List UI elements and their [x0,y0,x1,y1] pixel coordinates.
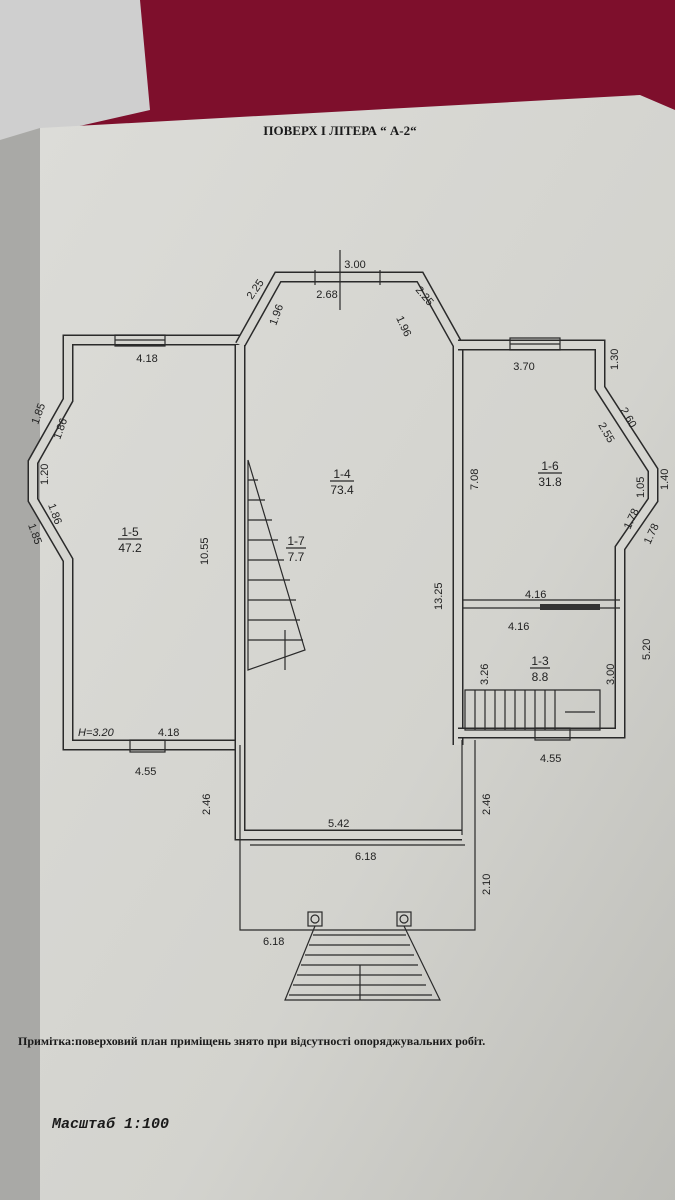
svg-text:1.20: 1.20 [39,464,51,485]
svg-text:47.2: 47.2 [118,541,142,555]
dimension-labels: 3.00 2.68 2.25 1.96 2.25 1.96 4.18 1.85 … [25,259,671,948]
svg-text:1-6: 1-6 [541,459,559,473]
svg-text:1-7: 1-7 [287,534,305,548]
svg-text:5.20: 5.20 [641,639,653,660]
scale-label: Масштаб 1:100 [51,1116,169,1133]
svg-text:4.55: 4.55 [135,766,156,778]
stair-1-3 [464,604,601,731]
floor-plan [27,250,659,1001]
svg-text:1.05: 1.05 [635,477,647,498]
svg-text:4.18: 4.18 [158,727,179,739]
svg-text:1-3: 1-3 [531,654,549,668]
svg-text:2.46: 2.46 [481,794,493,815]
svg-text:10.55: 10.55 [199,537,211,565]
svg-text:13.25: 13.25 [433,582,445,610]
plan-title: ПОВЕРХ І ЛІТЕРА “ А-2“ [263,123,417,138]
front-stairs [284,911,441,1001]
plan-note: Примітка:поверховий план приміщень знято… [18,1034,485,1048]
page-edge [0,128,40,1200]
svg-text:1.30: 1.30 [609,349,621,370]
svg-text:2.46: 2.46 [201,794,213,815]
room-1-7: 1-7 7.7 [286,534,306,564]
room-1-4: 1-4 73.4 [330,467,354,497]
svg-text:4.55: 4.55 [540,753,561,765]
svg-text:1.40: 1.40 [659,469,671,490]
paper-sheet [40,95,675,1200]
stair-1-7 [248,479,303,670]
svg-text:73.4: 73.4 [330,483,354,497]
plastic-sheet [0,0,150,150]
svg-text:4.18: 4.18 [136,353,157,365]
svg-text:5.42: 5.42 [328,818,349,830]
svg-text:6.18: 6.18 [263,936,284,948]
svg-text:2.68: 2.68 [316,289,337,301]
svg-text:2.10: 2.10 [481,874,493,895]
svg-text:4.16: 4.16 [525,589,546,601]
svg-text:3.70: 3.70 [513,361,534,373]
svg-text:7.08: 7.08 [469,469,481,490]
svg-text:1-5: 1-5 [121,525,139,539]
ceiling-height-mark: H=3.20 [78,727,115,739]
svg-text:3.00: 3.00 [344,259,365,271]
room-1-5: 1-5 47.2 [118,525,142,555]
svg-text:3.00: 3.00 [605,664,617,685]
room-1-3: 1-3 8.8 [530,654,550,684]
svg-text:6.18: 6.18 [355,851,376,863]
svg-text:1-4: 1-4 [333,467,351,481]
svg-text:31.8: 31.8 [538,475,562,489]
svg-text:7.7: 7.7 [288,550,305,564]
svg-text:4.16: 4.16 [508,621,529,633]
svg-text:3.26: 3.26 [479,664,491,685]
room-1-6: 1-6 31.8 [538,459,562,489]
svg-text:8.8: 8.8 [532,670,549,684]
